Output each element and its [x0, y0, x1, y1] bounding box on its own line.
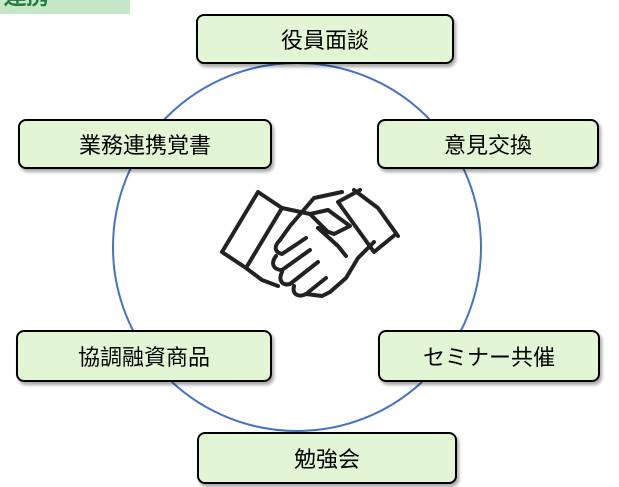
- node-opinion-exchange: 意見交換: [377, 119, 599, 169]
- node-business-memorandum: 業務連携覚書: [18, 119, 272, 169]
- node-study-session: 勉強会: [197, 432, 457, 484]
- node-syndicated-loan-product: 協調融資商品: [16, 330, 272, 382]
- handshake-icon: [220, 188, 400, 298]
- section-tag: 連携: [0, 0, 130, 14]
- node-seminar-cohost: セミナー共催: [378, 330, 600, 382]
- node-executive-meeting: 役員面談: [196, 14, 454, 64]
